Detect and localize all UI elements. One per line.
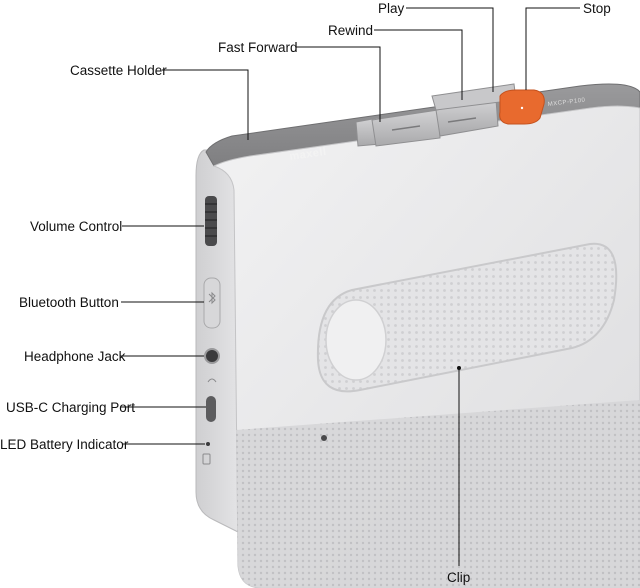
battery-icon xyxy=(202,453,211,465)
label-bluetooth-button: Bluetooth Button xyxy=(19,295,119,310)
label-clip: Clip xyxy=(447,570,470,585)
volume-wheel[interactable] xyxy=(205,196,217,246)
headphone-icon xyxy=(207,378,217,383)
led-indicator xyxy=(206,442,210,446)
leader-play xyxy=(406,7,494,92)
leader-rewind xyxy=(374,29,463,100)
clip-knob[interactable] xyxy=(325,299,387,381)
usb-c-port[interactable] xyxy=(206,396,216,422)
label-usb-c-port: USB-C Charging Port xyxy=(6,400,135,415)
leader-stop xyxy=(525,7,580,90)
label-volume-control: Volume Control xyxy=(30,219,122,234)
label-stop: Stop xyxy=(583,1,611,16)
transport-buttons xyxy=(355,83,545,147)
leader-cassette-holder xyxy=(162,69,249,140)
label-led-battery: LED Battery Indicator xyxy=(0,437,129,452)
callouts: Play Stop Rewind Fast Forward Cassette H… xyxy=(0,1,611,585)
label-headphone-jack: Headphone Jack xyxy=(24,349,126,364)
label-rewind: Rewind xyxy=(328,23,373,38)
model-label: MXCP-P100 xyxy=(548,97,586,108)
clip[interactable] xyxy=(316,242,618,393)
microphone-hole xyxy=(321,435,327,441)
leader-fast-forward xyxy=(296,46,381,122)
label-cassette-holder: Cassette Holder xyxy=(70,63,167,78)
cassette-player: maxell MXCP-P100 xyxy=(195,83,640,588)
brand-logo: maxell xyxy=(289,146,328,163)
label-fast-forward: Fast Forward xyxy=(218,40,298,55)
headphone-jack[interactable] xyxy=(204,348,220,364)
label-play: Play xyxy=(378,1,405,16)
speaker-grille xyxy=(236,400,640,588)
stop-icon xyxy=(520,106,524,110)
clip-anchor-dot xyxy=(457,366,461,370)
bluetooth-icon xyxy=(208,291,216,305)
